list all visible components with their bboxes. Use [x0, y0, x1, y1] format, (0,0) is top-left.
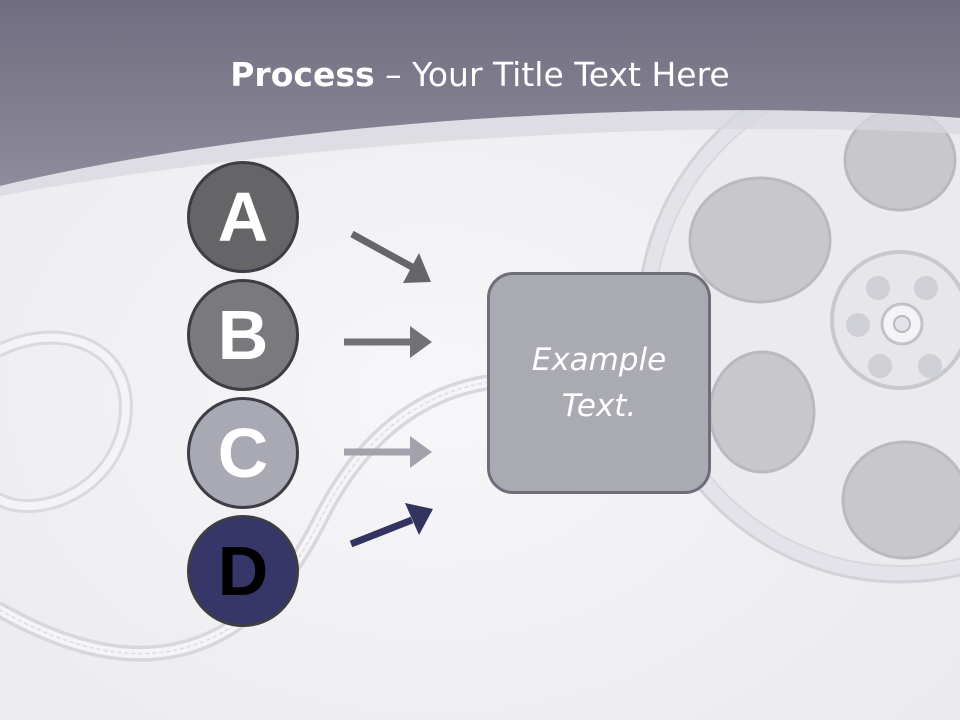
example-text-box: Example Text.: [487, 272, 711, 494]
example-text-line-2: Text.: [561, 388, 637, 424]
step-letter: A: [217, 178, 269, 256]
step-circle-d: D: [187, 515, 299, 627]
film-strip-decoration: [0, 330, 568, 662]
example-text-line-1: Example: [531, 342, 667, 378]
step-letter: C: [217, 414, 269, 492]
step-letter: D: [217, 532, 269, 610]
title-regular-part: – Your Title Text Here: [374, 55, 730, 94]
step-circle-b: B: [187, 279, 299, 391]
step-letter: B: [217, 296, 269, 374]
arrow-d-to-box: [349, 503, 433, 548]
slide-title: Process – Your Title Text Here: [0, 52, 960, 98]
step-circle-c: C: [187, 397, 299, 509]
step-circle-a: A: [187, 161, 299, 273]
arrow-c-to-box: [344, 436, 432, 468]
arrow-b-to-box: [344, 326, 432, 358]
arrow-a-to-box: [350, 230, 431, 283]
header-band: [0, 0, 960, 186]
title-bold-part: Process: [230, 55, 375, 94]
example-text: Example Text.: [532, 337, 667, 429]
